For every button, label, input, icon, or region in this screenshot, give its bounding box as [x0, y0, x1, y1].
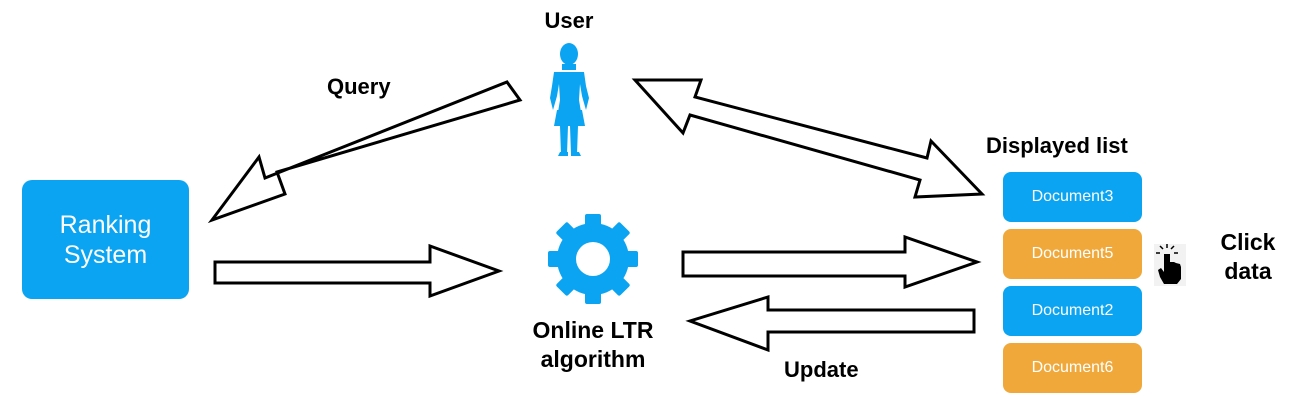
click-data-line2: data [1224, 258, 1272, 284]
ltr-to-list-arrow [681, 234, 982, 290]
click-data-label: Click data [1208, 228, 1288, 286]
online-ltr-label: Online LTR algorithm [510, 316, 676, 374]
user-label: User [544, 8, 594, 33]
query-label: Query [327, 74, 391, 99]
query-arrow [207, 80, 523, 224]
update-arrow [685, 294, 976, 353]
user-list-double-arrow [631, 78, 986, 199]
online-ltr-line1: Online LTR [532, 317, 654, 343]
ranking-system-line1: Ranking [59, 210, 152, 239]
document-item: Document3 [1003, 172, 1142, 222]
displayed-list-title: Displayed list [986, 133, 1128, 158]
ranking-to-ltr-arrow [213, 243, 504, 299]
ranking-system-line2: System [63, 240, 148, 269]
ranking-system-box: Ranking System [22, 180, 189, 299]
gear-icon [548, 214, 638, 304]
update-label: Update [784, 357, 859, 382]
document-item: Document6 [1003, 343, 1142, 393]
click-data-line1: Click [1220, 229, 1276, 255]
document-item: Document2 [1003, 286, 1142, 336]
click-hand-icon [1154, 244, 1186, 286]
user-silhouette-icon [550, 43, 589, 156]
document-item: Document5 [1003, 229, 1142, 279]
online-ltr-line2: algorithm [540, 346, 646, 372]
